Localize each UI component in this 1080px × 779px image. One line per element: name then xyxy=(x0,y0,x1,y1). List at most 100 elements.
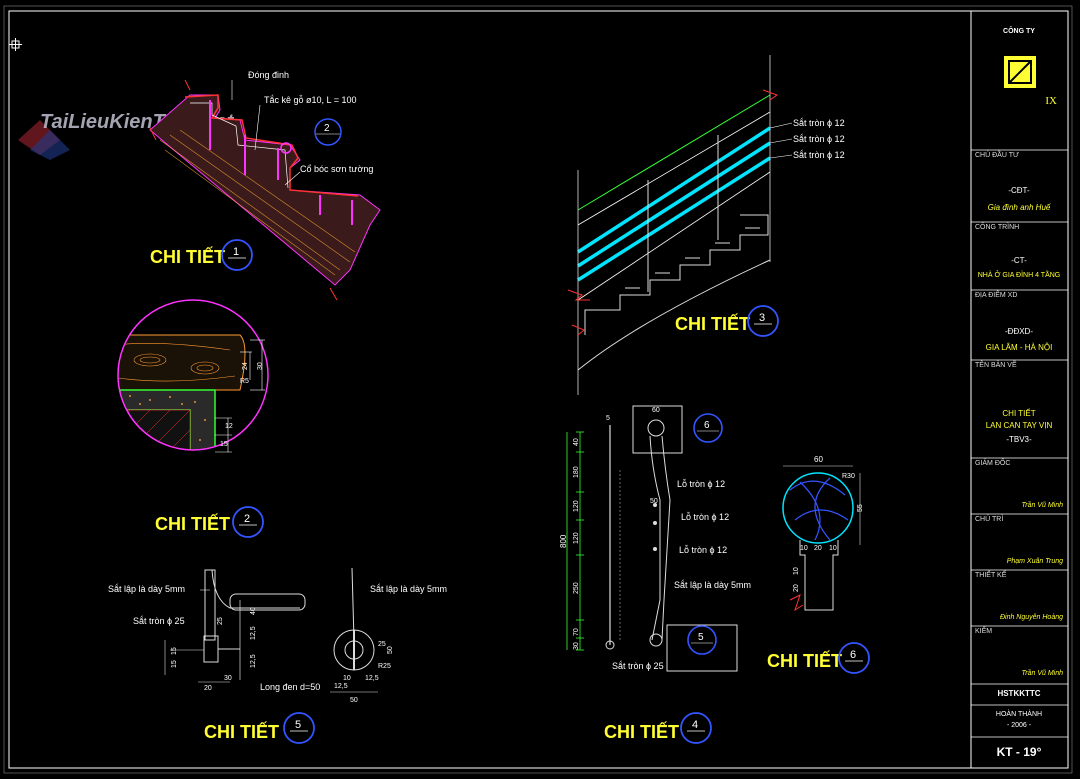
d1-bubble xyxy=(221,239,253,271)
detail-4-caption: CHI TIẾT 4 xyxy=(604,712,712,744)
design-label: THIẾT KẾ xyxy=(975,572,1007,579)
d1-title: CHI TIẾT xyxy=(150,246,225,267)
d6-dim-0: 60 xyxy=(814,455,823,464)
tb-director: GIÁM ĐỐC Trần Vũ Minh xyxy=(971,458,1067,514)
tb-sheet: KT - 19° xyxy=(971,737,1067,768)
d5-number: 5 xyxy=(295,719,301,731)
d1-nail-label: Đóng đinh xyxy=(248,70,289,80)
checker-name: Trần Vũ Minh xyxy=(1021,670,1064,677)
d1-bolt-label: Cổ bóc sơn tường xyxy=(300,164,373,174)
d1-ref-bubble xyxy=(314,118,342,146)
d4-v-2: 120 xyxy=(573,500,580,512)
d3-bar-0: Sắt tròn ϕ 12 xyxy=(793,118,845,128)
d2-number: 2 xyxy=(244,513,250,525)
d5-dim-0: 40 xyxy=(250,607,257,615)
d5-flat-left: Sắt lập là dày 5mm xyxy=(108,584,185,594)
drawing-frame xyxy=(8,10,1069,769)
company-logo xyxy=(1004,56,1036,88)
d4-rod: Sắt tròn ϕ 25 xyxy=(612,661,664,671)
doc-code: HSTKKTTC xyxy=(997,689,1041,698)
d5-dim-12: 50 xyxy=(350,697,358,704)
d5-dim-9: 12,5 xyxy=(334,683,348,690)
d4-hole-0: Lỗ tròn ϕ 12 xyxy=(677,479,725,489)
d4-title: CHI TIẾT xyxy=(604,721,679,742)
tb-project: CÔNG TRÌNH -CT- NHÀ Ở GIA ĐÌNH 4 TẦNG xyxy=(971,222,1067,290)
ucs-icon xyxy=(9,38,22,51)
detail-1-caption: CHI TIẾT 1 xyxy=(150,239,253,271)
drawing-name-1: CHI TIẾT xyxy=(1002,409,1036,418)
tb-drawing: TÊN BẢN VẼ CHI TIẾT LAN CAN TAY VỊN -TBV… xyxy=(971,360,1067,458)
d2-dim-3: 12 xyxy=(225,423,233,430)
d4-top-dim: 5 xyxy=(606,415,610,422)
d2-dim-0: 30 xyxy=(257,362,264,370)
project-name: NHÀ Ở GIA ĐÌNH 4 TẦNG xyxy=(977,272,1061,279)
d1-ref-number: 2 xyxy=(324,123,330,134)
d5-title: CHI TIẾT xyxy=(204,721,279,742)
detail-6-drawing: 60 R30 55 10 20 10 10 20 xyxy=(782,455,864,612)
d5-dim-11: 50 xyxy=(387,646,394,654)
d2-dim-4: 15 xyxy=(220,441,228,448)
d5-dim-5: 15 xyxy=(171,660,178,668)
d6-dim-1: R30 xyxy=(842,473,855,480)
project-code: -CT- xyxy=(1011,256,1027,265)
d4-v-0: 40 xyxy=(573,438,580,446)
d4-ref5-bubble xyxy=(687,625,717,655)
detail-1-drawing: Đóng đinh Tắc kê gỗ ø10, L = 100 Cổ bóc … xyxy=(149,70,381,301)
d5-flat-right: Sắt lập là dày 5mm xyxy=(370,584,447,594)
d5-dim-8: 10 xyxy=(343,675,351,682)
detail-3-caption: CHI TIẾT 3 xyxy=(675,305,779,337)
tb-site: ĐỊA ĐIỂM XD -ĐĐXD- GIA LÂM - HÀ NỘI xyxy=(971,290,1067,360)
d4-v-3: 120 xyxy=(573,532,580,544)
d3-bar-1: Sắt tròn ϕ 12 xyxy=(793,134,845,144)
tb-code: HSTKKTTC xyxy=(971,684,1067,705)
d4-ref6-bubble xyxy=(693,413,723,443)
tb-check: KIỂM Trần Vũ Minh xyxy=(971,626,1067,684)
drawing-code: -TBV3- xyxy=(1006,435,1032,444)
d5-dim-6: 20 xyxy=(204,685,212,692)
owner-name: Gia đình anh Huế xyxy=(987,203,1051,212)
d6-number: 6 xyxy=(850,649,856,661)
detail-5-caption: CHI TIẾT 5 xyxy=(204,712,315,744)
director-label: GIÁM ĐỐC xyxy=(975,460,1011,467)
d1-number: 1 xyxy=(233,246,239,258)
tb-company: CÔNG TY xyxy=(971,28,1067,48)
site-name: GIA LÂM - HÀ NỘI xyxy=(985,343,1053,352)
company-name: CÔNG TY xyxy=(1003,28,1035,35)
d4-number: 4 xyxy=(692,719,698,731)
d5-dim-2: 12,5 xyxy=(250,626,257,640)
d5-dim-7: 30 xyxy=(224,675,232,682)
d4-total: 800 xyxy=(559,534,568,548)
d4-v-5: 70 xyxy=(573,628,580,636)
d2-title: CHI TIẾT xyxy=(155,513,230,534)
d4-hole-1: Lỗ tròn ϕ 12 xyxy=(681,512,729,522)
d3-bar-2: Sắt tròn ϕ 12 xyxy=(793,150,845,160)
director-name: Trần Vũ Minh xyxy=(1021,502,1064,509)
site-label: ĐỊA ĐIỂM XD xyxy=(975,292,1018,299)
d6-dim-6: 10 xyxy=(793,567,800,575)
drawing-label: TÊN BẢN VẼ xyxy=(975,362,1017,369)
owner-label: CHỦ ĐẦU TƯ xyxy=(975,152,1019,159)
tb-chief: CHỦ TRÌ Phạm Xuân Trung xyxy=(971,514,1067,570)
d3-title: CHI TIẾT xyxy=(675,313,750,334)
d5-dim-1: 25 xyxy=(217,617,224,625)
d4-v-1: 180 xyxy=(573,466,580,478)
d4-d50: 50 xyxy=(650,498,658,505)
detail-6-caption: CHI TIẾT 6 xyxy=(767,642,870,674)
d2-dim-1: 24 xyxy=(242,362,249,370)
title-block-grid xyxy=(971,149,1068,738)
d6-dim-2: 55 xyxy=(857,504,864,512)
d1-dowel-label: Tắc kê gỗ ø10, L = 100 xyxy=(264,95,356,105)
d6-dim-7: 20 xyxy=(793,584,800,592)
check-label: KIỂM xyxy=(975,628,993,635)
owner-code: -CĐT- xyxy=(1008,186,1030,195)
d4-v-6: 30 xyxy=(573,642,580,650)
detail-5-drawing: Sắt lập là dày 5mm Sắt tròn ϕ 25 Sắt lập… xyxy=(108,567,447,704)
tb-owner: CHỦ ĐẦU TƯ -CĐT- Gia đình anh Huế xyxy=(971,150,1067,222)
d4-hole-2: Lỗ tròn ϕ 12 xyxy=(679,545,727,555)
d4-ref6: 6 xyxy=(704,420,710,431)
logo-mark: IX xyxy=(1045,95,1057,107)
d4-v-4: 250 xyxy=(573,582,580,594)
project-label: CÔNG TRÌNH xyxy=(975,224,1020,231)
d5-dim-15: 12,5 xyxy=(365,675,379,682)
